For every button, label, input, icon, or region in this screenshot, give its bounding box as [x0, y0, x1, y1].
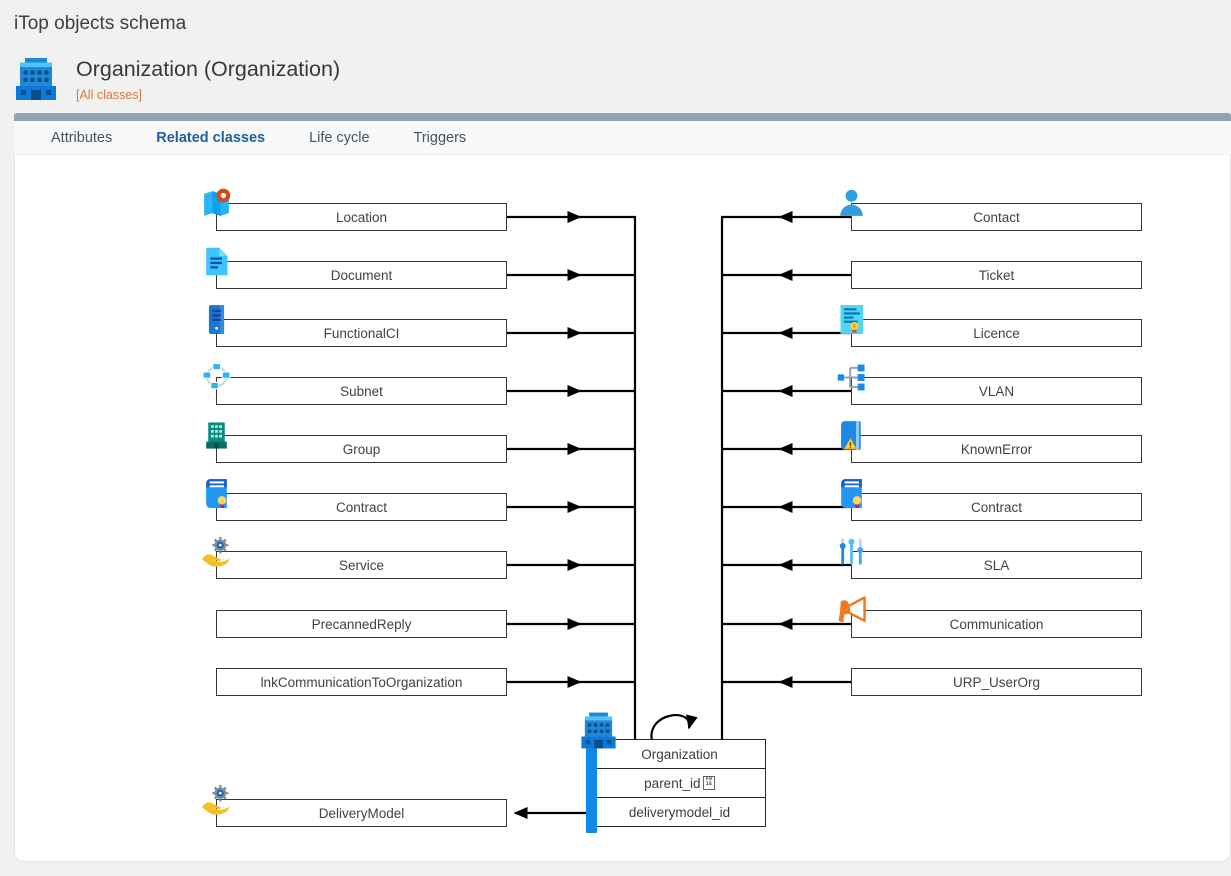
- contract-icon: [200, 477, 233, 510]
- class-box-sla[interactable]: SLA: [851, 551, 1142, 579]
- vlan-icon: [835, 361, 868, 394]
- tab-bar: Attributes Related classes Life cycle Trigg…: [14, 121, 1231, 155]
- class-box-knownerror[interactable]: KnownError: [851, 435, 1142, 463]
- class-box-contact[interactable]: Contact: [851, 203, 1142, 231]
- class-box-document[interactable]: Document: [216, 261, 507, 289]
- tab-attributes[interactable]: Attributes: [51, 129, 113, 146]
- class-box-communication[interactable]: Communication: [851, 610, 1142, 638]
- class-box-ticket[interactable]: Ticket: [851, 261, 1142, 289]
- organization-building-icon: [578, 712, 619, 749]
- document-icon: [200, 245, 233, 278]
- group-building-icon: [200, 419, 233, 452]
- tab-panel-top-strip: [14, 113, 1231, 121]
- location-icon: [200, 187, 233, 220]
- class-box-location[interactable]: Location: [216, 203, 507, 231]
- class-box-subnet[interactable]: Subnet: [216, 377, 507, 405]
- class-box-urp_userorg[interactable]: URP_UserOrg: [851, 668, 1142, 696]
- class-box-deliverymodel[interactable]: DeliveryModel: [216, 799, 507, 827]
- service-icon: [200, 783, 233, 816]
- service-icon: [200, 535, 233, 568]
- contact-icon: [835, 187, 868, 220]
- tab-related-classes[interactable]: Related classes: [156, 129, 266, 146]
- class-box-licence[interactable]: Licence: [851, 319, 1142, 347]
- class-box-contract[interactable]: Contract: [851, 493, 1142, 521]
- known-error-icon: [835, 419, 868, 452]
- class-box-functionalci[interactable]: FunctionalCI: [216, 319, 507, 347]
- organization-title-row[interactable]: Organization: [641, 746, 718, 762]
- organization-blue-bar: [586, 747, 597, 833]
- tab-triggers[interactable]: Triggers: [413, 129, 467, 146]
- class-heading: Organization (Organization): [76, 57, 341, 81]
- all-classes-link[interactable]: [All classes]: [76, 88, 142, 102]
- class-box-vlan[interactable]: VLAN: [851, 377, 1142, 405]
- tab-life-cycle[interactable]: Life cycle: [309, 129, 370, 146]
- page-title: iTop objects schema: [14, 13, 187, 34]
- subnet-icon: [200, 361, 233, 394]
- class-box-group[interactable]: Group: [216, 435, 507, 463]
- organization-building-icon: [12, 58, 60, 100]
- licence-icon: [835, 303, 868, 336]
- field-label: deliverymodel_id: [628, 804, 731, 820]
- field-label: parent_id: [644, 775, 701, 791]
- communication-icon: [835, 594, 868, 627]
- class-box-contract[interactable]: Contract: [216, 493, 507, 521]
- sla-icon: [835, 535, 868, 568]
- class-box-lnkcommunicationtoorganization[interactable]: lnkCommunicationToOrganization: [216, 668, 507, 696]
- server-icon: [200, 303, 233, 336]
- class-box-service[interactable]: Service: [216, 551, 507, 579]
- class-box-precannedreply[interactable]: PrecannedReply: [216, 610, 507, 638]
- field-deliverymodel-id[interactable]: deliverymodel_id: [594, 797, 765, 826]
- contract-icon: [835, 477, 868, 510]
